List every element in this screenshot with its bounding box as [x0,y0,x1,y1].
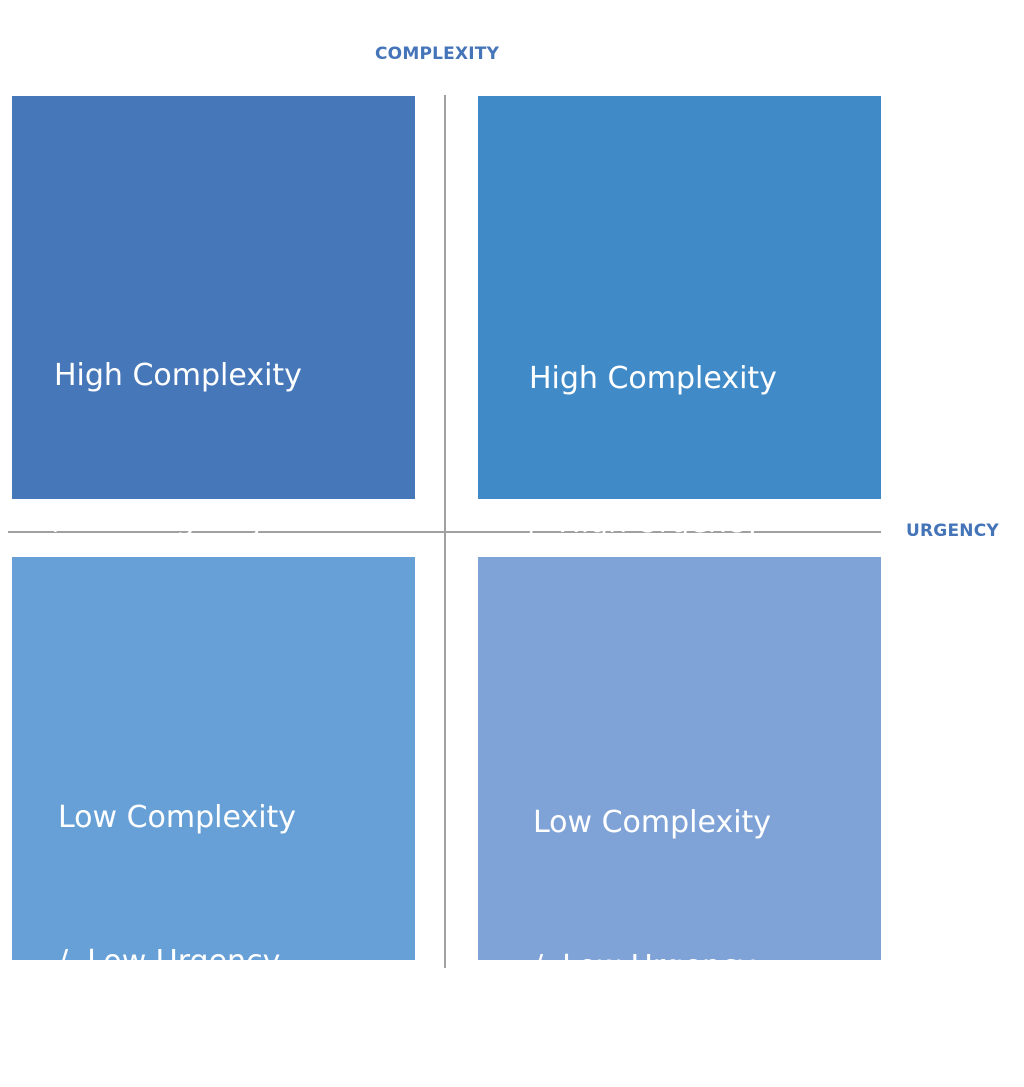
quadrant-label-line1: High Complexity [54,358,302,393]
quadrant-high-complexity-low-urgency: High Complexity / Low Urgency [12,96,415,537]
quadrant-label: Low Complexity / Low Urgency [58,698,296,1082]
quadrant-label-line1: Low Complexity [58,800,297,835]
quadrant-label-line1: Low Complexity [533,805,772,840]
quadrant-label: High Complexity / Low Urgency [54,256,302,640]
quadrant-label-line2: / High Urgency [529,505,762,540]
quadrant-label: High Complexity / High Urgency [529,259,777,643]
quadrant-label-line1: High Complexity [529,361,777,396]
quadrant-label: Low Complexity / Low Urgency [533,703,771,1087]
quadrant-label-line2: / Low Urgency [54,502,267,537]
horizontal-axis-line [8,531,881,533]
quadrant-label-line2: / Low Urgency [58,944,281,979]
quadrant-label-line2: / Low Urgency [533,949,756,984]
complexity-axis-label: COMPLEXITY [375,44,500,64]
urgency-axis-label: URGENCY [906,521,999,541]
quadrant-low-complexity-low-urgency-right: Low Complexity / Low Urgency [478,557,881,984]
quadrant-high-complexity-high-urgency: High Complexity / High Urgency [478,96,881,540]
quadrant-low-complexity-low-urgency-left: Low Complexity / Low Urgency [12,557,415,979]
